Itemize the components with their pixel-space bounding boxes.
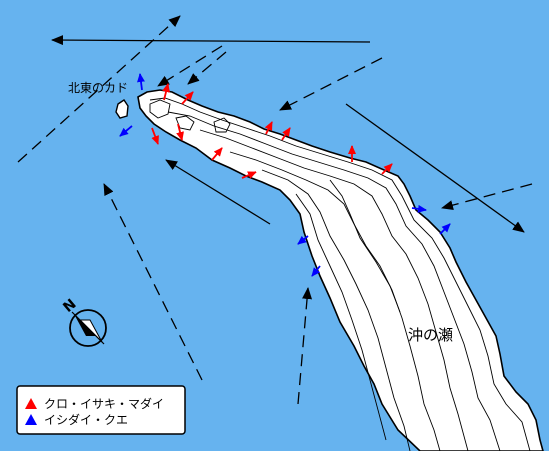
red-spot <box>381 163 393 175</box>
label-cape: 北東のカド <box>68 81 128 95</box>
red-spot-markers <box>151 83 393 179</box>
blue-spot <box>311 265 321 277</box>
legend-item-blue: イシダイ・クエ <box>25 412 128 427</box>
red-triangle-icon <box>25 398 37 409</box>
blue-triangle-icon <box>25 414 37 425</box>
red-spot <box>181 91 194 105</box>
red-spot <box>176 123 184 141</box>
blue-spot <box>137 73 145 91</box>
solid-current-arrows <box>51 35 525 233</box>
label-shoal: 沖の瀬 <box>408 326 453 344</box>
islet <box>115 99 129 119</box>
blue-spot <box>439 223 451 235</box>
red-spot <box>241 171 257 179</box>
dashed-current-arrows <box>17 15 533 405</box>
red-spot <box>151 127 159 145</box>
red-spot <box>162 83 170 101</box>
blue-spot-markers <box>119 73 451 277</box>
legend-label-red: クロ・イサキ・マダイ <box>44 396 164 411</box>
legend-label-blue: イシダイ・クエ <box>44 412 128 427</box>
island-landmass <box>137 89 544 451</box>
red-spot <box>281 127 291 141</box>
blue-spot <box>297 235 309 245</box>
contour-lines <box>149 97 531 451</box>
legend-item-red: クロ・イサキ・マダイ <box>25 396 164 411</box>
legend: クロ・イサキ・マダイ イシダイ・クエ <box>16 385 186 435</box>
blue-spot <box>411 204 427 213</box>
red-spot <box>264 121 273 135</box>
red-spot <box>211 147 223 161</box>
blue-spot <box>119 125 133 137</box>
